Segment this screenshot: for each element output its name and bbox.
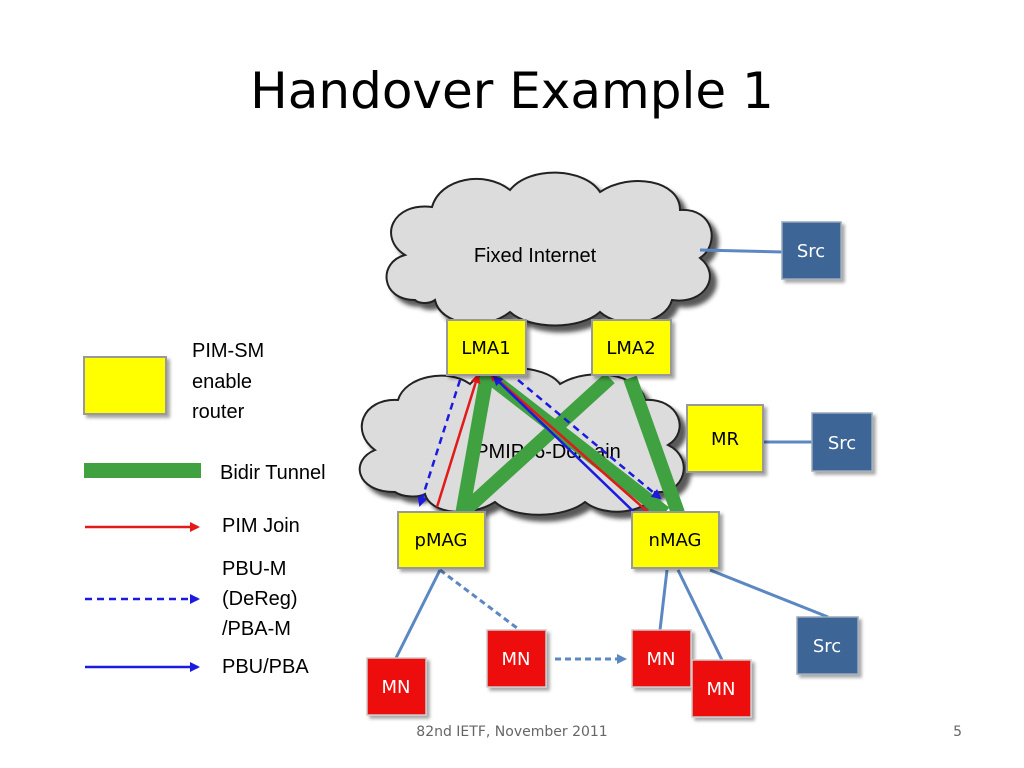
slide-title: Handover Example 1 <box>250 62 774 120</box>
mn-moving-label: MN <box>502 649 531 670</box>
footer-page-number: 5 <box>953 724 962 740</box>
legend-tunnel-label: Bidir Tunnel <box>220 462 326 484</box>
mn-new-label: MN <box>647 649 676 670</box>
tunnel-lma2-nmag <box>623 375 685 516</box>
src-top-label: Src <box>797 241 825 262</box>
legend-pim-join-label: PIM Join <box>222 515 300 537</box>
tunnel-lma1-pmag <box>455 373 494 517</box>
legend-router-line1: PIM-SM <box>192 340 264 362</box>
mr-node <box>686 404 764 473</box>
legend-tunnel-swatch <box>84 463 201 478</box>
legend-pbu-m-line2: (DeReg) <box>222 588 298 610</box>
legend-pbu-pba-label: PBU/PBA <box>222 656 309 678</box>
src-bottom-label: Src <box>813 636 841 657</box>
link-nmag-mn-new <box>658 569 669 631</box>
lma2-node <box>591 319 672 376</box>
pmag-node <box>397 511 486 569</box>
links <box>394 248 829 661</box>
link-nmag-src <box>709 568 829 619</box>
legend-router-swatch <box>83 356 167 415</box>
lma2-label: LMA2 <box>606 338 655 359</box>
legend-router-line3: router <box>192 401 245 423</box>
pim-join-arrow-pmag <box>435 373 481 508</box>
legend-pbu-m-line3: /PBA-M <box>222 618 291 640</box>
legend-router-line2: enable <box>192 371 252 393</box>
pbu-pba-arrow <box>492 375 636 514</box>
nmag-node <box>631 511 720 569</box>
legend-pbu-m-line1: PBU-M <box>222 558 286 580</box>
mn-move-dashed-link <box>439 568 518 630</box>
pmag-label: pMAG <box>415 530 468 551</box>
pmipv6-domain-cloud <box>358 367 685 516</box>
pim-join-arrow-nmag <box>488 371 649 513</box>
src-top-node <box>781 221 842 280</box>
mn-right-node <box>691 659 752 718</box>
mn-right-label: MN <box>707 679 736 700</box>
lma1-label: LMA1 <box>461 338 510 359</box>
fixed-internet-cloud <box>385 171 713 327</box>
legend: PIM-SM enable router Bidir Tunnel PIM Jo… <box>83 340 326 678</box>
pbu-m-dereg-arrow-nmag <box>517 379 662 500</box>
mn-left-label: MN <box>382 677 411 698</box>
pbu-m-dereg-arrow <box>417 379 462 507</box>
mn-left-node <box>366 657 427 716</box>
src-mid-node <box>811 412 873 472</box>
mn-moving-node <box>486 629 547 688</box>
fixed-internet-label: Fixed Internet <box>474 245 597 267</box>
tunnel-lma2-pmag <box>457 372 615 519</box>
footer-event: 82nd IETF, November 2011 <box>416 724 608 740</box>
lma1-node <box>446 319 527 376</box>
src-bottom-node <box>796 616 859 675</box>
link-pmag-mn-left <box>394 569 442 659</box>
nmag-label: nMAG <box>649 530 702 551</box>
link-nmag-mn-right <box>676 569 724 661</box>
src-mid-label: Src <box>828 433 856 454</box>
mn-new-node <box>631 629 692 688</box>
mr-label: MR <box>711 429 739 450</box>
link-internet-src <box>699 248 784 254</box>
